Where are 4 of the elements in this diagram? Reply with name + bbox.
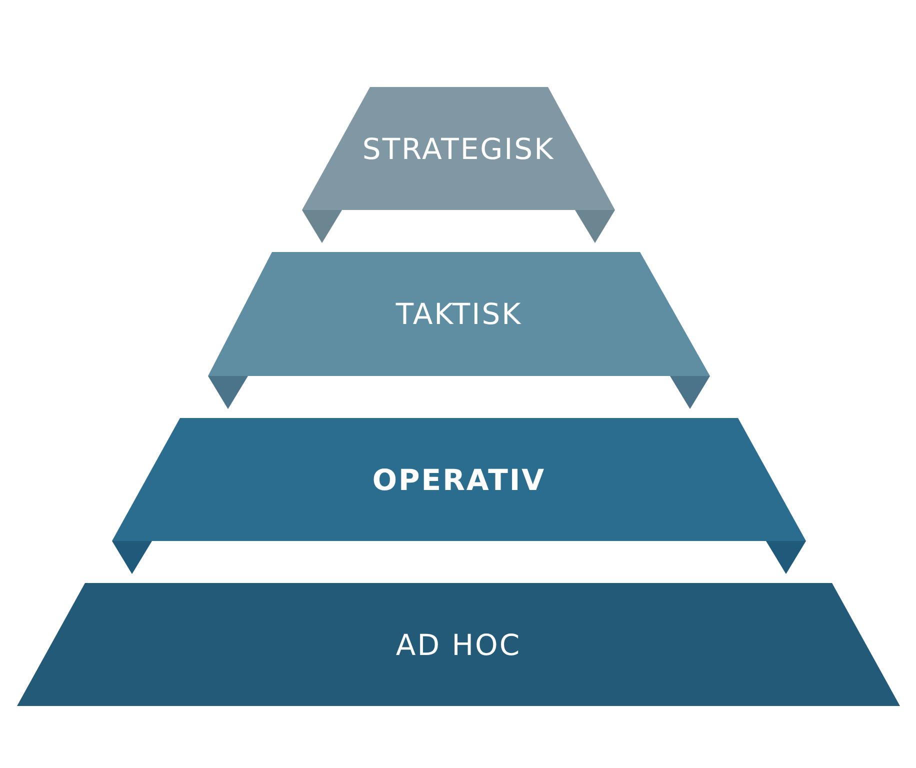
tier-label: OPERATIV	[372, 462, 546, 496]
tier-label: AD HOC	[396, 628, 522, 662]
tier-label: STRATEGISK	[362, 132, 555, 166]
tier-label: TAKTISK	[396, 297, 522, 331]
